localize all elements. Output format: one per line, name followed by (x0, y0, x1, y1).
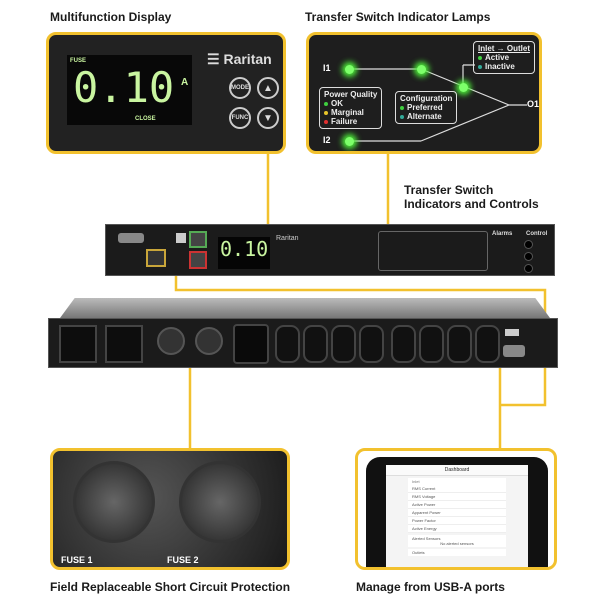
sensor-port (189, 231, 207, 248)
fuse-2-label: FUSE 2 (167, 555, 199, 565)
caption-usb: Manage from USB-A ports (356, 580, 505, 594)
c13-outlet (419, 325, 444, 363)
config-preferred: Preferred (407, 103, 443, 112)
fuse-2-holder (195, 327, 223, 355)
c13-outlet (331, 325, 356, 363)
alarms-title: Alarms (492, 231, 513, 237)
input-i1: I1 (323, 63, 331, 73)
fuse-1-holder (157, 327, 185, 355)
row: RMS Current (408, 485, 506, 493)
io-active: Active (485, 53, 510, 62)
console-port (503, 345, 525, 357)
current-reading: 0.10 (73, 63, 175, 112)
alerted-title: Alerted Sensors (412, 536, 441, 541)
caption-display: Multifunction Display (50, 10, 172, 24)
usb-a-port[interactable] (505, 329, 519, 336)
fuse-closeup: FUSE 1 FUSE 2 (50, 448, 290, 570)
control-button-1[interactable] (524, 240, 533, 249)
c19-outlet (233, 324, 269, 364)
front-brand: Raritan (276, 235, 299, 242)
up-button[interactable]: ▲ (257, 77, 279, 99)
inlet-section: Inlet (412, 479, 420, 484)
close-label: CLOSE (135, 116, 156, 122)
fuse-2-cap (179, 461, 261, 543)
i1-lamp (345, 65, 354, 74)
inlet-1 (59, 325, 97, 363)
fuse-1-cap (73, 461, 155, 543)
control-button-3[interactable] (524, 264, 533, 273)
alerted-text: No alerted sensors (440, 541, 474, 546)
input-i2: I2 (323, 135, 331, 145)
raritan-logo: ☰ Raritan (207, 51, 272, 68)
output-o1: O1 (527, 99, 540, 109)
down-button[interactable]: ▼ (257, 107, 279, 129)
control-button-2[interactable] (524, 252, 533, 261)
triangle-up-icon: ▲ (263, 82, 273, 94)
mode-button[interactable]: MODE (229, 77, 251, 99)
outlets-card: Outlets (408, 549, 506, 556)
unit-label: A (181, 77, 189, 88)
ethernet-port (146, 249, 166, 267)
usb-b-port (176, 233, 186, 243)
preferred-lamp (417, 65, 426, 74)
control-title: Control (526, 231, 548, 237)
transfer-switch-panel (378, 231, 488, 271)
raritan-logo-icon: ☰ (207, 51, 220, 67)
lcd-screen: FUSE 0.10 A CLOSE (67, 55, 192, 125)
pq-failure: Failure (331, 117, 358, 126)
c13-outlet (475, 325, 500, 363)
inlet-card: Inlet RMS Current RMS Voltage Active Pow… (408, 478, 506, 533)
serial-port (118, 233, 144, 243)
func-button[interactable]: FUNC (229, 107, 251, 129)
row: RMS Voltage (408, 493, 506, 501)
pq-ok: OK (331, 99, 343, 108)
c13-outlet (359, 325, 384, 363)
inlet-2 (105, 325, 143, 363)
c13-outlet (303, 325, 328, 363)
pq-marginal: Marginal (331, 108, 364, 117)
i2-lamp (345, 137, 354, 146)
power-quality-legend: Power Quality OK Marginal Failure (319, 87, 383, 129)
inlet-outlet-legend: Inlet → Outlet Active Inactive (473, 41, 535, 74)
front-lcd: 0.10 (218, 237, 270, 269)
lamps-closeup: I1 I2 O1 Power Quality OK Marginal Failu… (306, 32, 542, 154)
configuration-title: Configuration (400, 94, 453, 103)
tablet-closeup: Dashboard Inlet RMS Current RMS Voltage … (355, 448, 557, 570)
row: Power Factor (408, 517, 506, 525)
power-quality-title: Power Quality (324, 90, 378, 99)
configuration-legend: Configuration Preferred Alternate (395, 91, 458, 124)
triangle-down-icon: ▼ (263, 112, 273, 124)
c13-outlet (391, 325, 416, 363)
front-panel: 0.10 Raritan Alarms Control (105, 224, 555, 276)
fuse-label: FUSE (70, 58, 87, 64)
c13-outlet (275, 325, 300, 363)
tablet-device: Dashboard Inlet RMS Current RMS Voltage … (366, 457, 548, 567)
row: Active Power (408, 501, 506, 509)
chassis-top (60, 298, 550, 318)
caption-fuse: Field Replaceable Short Circuit Protecti… (50, 580, 291, 594)
feature-port (189, 251, 207, 269)
tablet-screen: Dashboard Inlet RMS Current RMS Voltage … (386, 465, 528, 567)
dashboard-title: Dashboard (386, 465, 528, 476)
alerted-card: Alerted Sensors No alerted sensors (408, 535, 506, 547)
fuse-1-label: FUSE 1 (61, 555, 93, 565)
inlet-outlet-title: Inlet → Outlet (478, 44, 530, 53)
config-alternate: Alternate (407, 112, 442, 121)
caption-controls-line2: Indicators and Controls (404, 197, 539, 211)
inlet-outlet-lamp (459, 83, 468, 92)
display-closeup: FUSE 0.10 A CLOSE ☰ Raritan MODE ▲ FUNC … (46, 32, 286, 154)
rear-panel (48, 318, 558, 368)
c13-outlet (447, 325, 472, 363)
row: Apparent Power (408, 509, 506, 517)
io-inactive: Inactive (485, 62, 515, 71)
brand-text: Raritan (223, 51, 272, 67)
caption-controls-line1: Transfer Switch (404, 183, 494, 197)
caption-lamps: Transfer Switch Indicator Lamps (305, 10, 491, 24)
row: Active Energy (408, 525, 506, 533)
